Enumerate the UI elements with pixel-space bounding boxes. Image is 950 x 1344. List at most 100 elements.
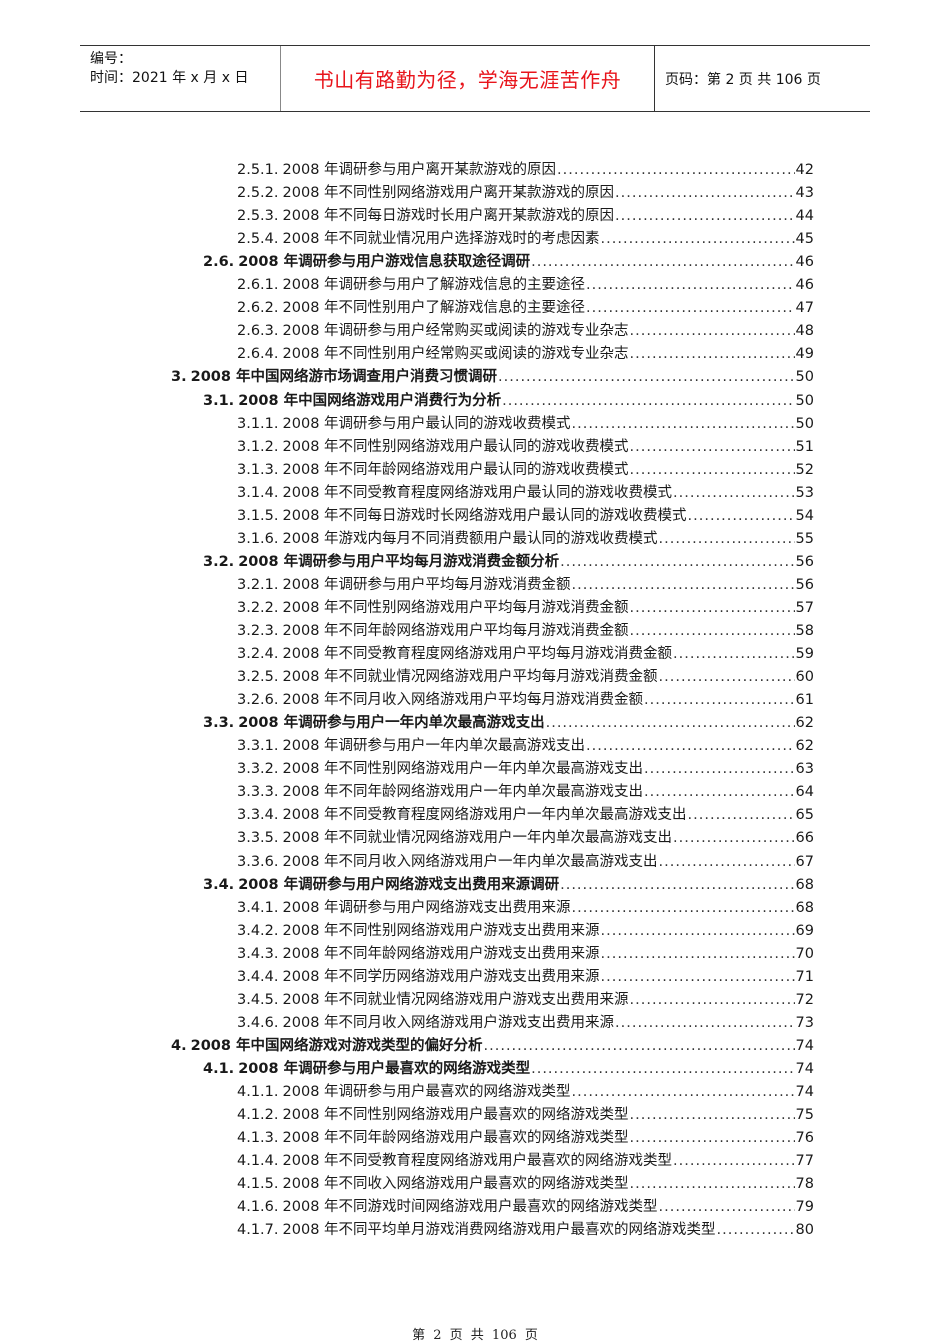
toc-entry[interactable]: 3.2.2008 年调研参与用户平均每月游戏消费金额分析56 [203,551,814,574]
toc-entry[interactable]: 4.2008 年中国网络游戏对游戏类型的偏好分析74 [171,1035,814,1058]
toc-entry[interactable]: 3.4.6.2008 年不同月收入网络游戏用户游戏支出费用来源73 [237,1012,814,1035]
toc-entry[interactable]: 3.1.3.2008 年不同年龄网络游戏用户最认同的游戏收费模式52 [237,459,814,482]
toc-entry-title: 2008 年不同年龄网络游戏用户游戏支出费用来源 [282,945,600,962]
toc-dot-leader [615,182,795,205]
toc-entry[interactable]: 2.6.3.2008 年调研参与用户经常购买或阅读的游戏专业杂志48 [237,320,814,343]
toc-entry[interactable]: 3.3.6.2008 年不同月收入网络游戏用户一年内单次最高游戏支出67 [237,851,814,874]
toc-entry[interactable]: 2.6.1.2008 年调研参与用户了解游戏信息的主要途径46 [237,274,814,297]
toc-dot-leader [688,804,795,827]
toc-entry-page: 67 [795,853,814,870]
toc-entry[interactable]: 3.2.3.2008 年不同年龄网络游戏用户平均每月游戏消费金额58 [237,620,814,643]
toc-entry-page: 62 [795,715,814,732]
toc-dot-leader [630,1104,795,1127]
toc-entry[interactable]: 3.1.2.2008 年不同性别网络游戏用户最认同的游戏收费模式51 [237,436,814,459]
toc-entry[interactable]: 2.5.3.2008 年不同每日游戏时长用户离开某款游戏的原因44 [237,205,814,228]
toc-entry[interactable]: 3.1.2008 年中国网络游戏用户消费行为分析50 [203,390,814,413]
toc-entry[interactable]: 3.2.5.2008 年不同就业情况网络游戏用户平均每月游戏消费金额60 [237,666,814,689]
toc-entry[interactable]: 4.1.7.2008 年不同平均单月游戏消费网络游戏用户最喜欢的网络游戏类型80 [237,1219,814,1242]
toc-entry[interactable]: 3.2008 年中国网络游市场调查用户消费习惯调研50 [171,366,814,389]
toc-entry[interactable]: 3.4.1.2008 年调研参与用户网络游戏支出费用来源68 [237,897,814,920]
toc-entry-title: 2008 年调研参与用户平均每月游戏消费金额 [282,576,571,593]
toc-dot-leader [484,1035,795,1058]
toc-entry[interactable]: 3.3.5.2008 年不同就业情况网络游戏用户一年内单次最高游戏支出66 [237,827,814,850]
toc-dot-leader [586,297,795,320]
toc-dot-leader [546,712,795,735]
toc-entry-number: 4.1.1. [237,1084,279,1100]
toc-entry-page: 80 [795,1222,814,1239]
toc-entry-page: 50 [795,369,814,386]
toc-entry[interactable]: 2.5.4.2008 年不同就业情况用户选择游戏时的考虑因素45 [237,228,814,251]
toc-entry-number: 2.6. [203,254,235,271]
toc-entry[interactable]: 3.4.2008 年调研参与用户网络游戏支出费用来源调研68 [203,874,814,897]
toc-entry-title: 2008 年不同年龄网络游戏用户最喜欢的网络游戏类型 [282,1130,629,1147]
toc-entry[interactable]: 2.5.2.2008 年不同性别网络游戏用户离开某款游戏的原因43 [237,182,814,205]
toc-entry-page: 55 [795,530,814,547]
toc-entry-title: 2008 年不同性别网络游戏用户一年内单次最高游戏支出 [282,761,644,778]
toc-dot-leader [659,528,795,551]
toc-dot-leader [601,920,795,943]
toc-entry[interactable]: 3.3.2.2008 年不同性别网络游戏用户一年内单次最高游戏支出63 [237,758,814,781]
toc-entry-page: 46 [795,277,814,294]
toc-entry-title: 2008 年不同每日游戏时长用户离开某款游戏的原因 [282,208,615,225]
toc-entry-number: 3.3.3. [237,784,279,801]
toc-entry-title: 2008 年不同受教育程度网络游戏用户一年内单次最高游戏支出 [282,807,687,824]
toc-entry[interactable]: 4.1.4.2008 年不同受教育程度网络游戏用户最喜欢的网络游戏类型77 [237,1150,814,1173]
toc-entry-page: 79 [795,1199,814,1216]
toc-entry[interactable]: 3.4.3.2008 年不同年龄网络游戏用户游戏支出费用来源70 [237,943,814,966]
toc-dot-leader [688,505,795,528]
toc-dot-leader [601,943,795,966]
toc-entry[interactable]: 4.1.2.2008 年不同性别网络游戏用户最喜欢的网络游戏类型75 [237,1104,814,1127]
toc-entry-title: 2008 年游戏内每月不同消费额用户最认同的游戏收费模式 [282,530,658,547]
toc-entry[interactable]: 2.5.1.2008 年调研参与用户离开某款游戏的原因42 [237,159,814,182]
toc-entry-page: 47 [795,300,814,317]
toc-entry[interactable]: 3.2.2.2008 年不同性别网络游戏用户平均每月游戏消费金额57 [237,597,814,620]
serial-number-label: 编号： [90,51,132,67]
toc-entry[interactable]: 3.1.5.2008 年不同每日游戏时长网络游戏用户最认同的游戏收费模式54 [237,505,814,528]
toc-entry[interactable]: 3.2.1.2008 年调研参与用户平均每月游戏消费金额56 [237,574,814,597]
toc-entry[interactable]: 3.4.2.2008 年不同性别网络游戏用户游戏支出费用来源69 [237,920,814,943]
toc-entry-page: 66 [795,830,814,847]
toc-entry-title: 2008 年调研参与用户最喜欢的网络游戏类型 [238,1060,531,1077]
toc-entry[interactable]: 3.3.1.2008 年调研参与用户一年内单次最高游戏支出62 [237,735,814,758]
date-label: 时间：2021 年 x 月 x 日 [90,70,249,86]
toc-entry[interactable]: 4.1.5.2008 年不同收入网络游戏用户最喜欢的网络游戏类型78 [237,1173,814,1196]
toc-dot-leader [572,897,795,920]
toc-entry[interactable]: 3.2.4.2008 年不同受教育程度网络游戏用户平均每月游戏消费金额59 [237,643,814,666]
toc-entry[interactable]: 3.3.4.2008 年不同受教育程度网络游戏用户一年内单次最高游戏支出65 [237,804,814,827]
toc-entry[interactable]: 3.4.4.2008 年不同学历网络游戏用户游戏支出费用来源71 [237,966,814,989]
toc-entry-number: 2.6.2. [237,300,279,317]
toc-entry-title: 2008 年调研参与用户了解游戏信息的主要途径 [282,277,586,294]
toc-dot-leader [630,1127,795,1150]
toc-entry[interactable]: 4.1.2008 年调研参与用户最喜欢的网络游戏类型74 [203,1058,814,1081]
toc-entry[interactable]: 3.1.6.2008 年游戏内每月不同消费额用户最认同的游戏收费模式55 [237,528,814,551]
toc-entry-number: 3.1.3. [237,461,279,478]
toc-entry[interactable]: 3.2.6.2008 年不同月收入网络游戏用户平均每月游戏消费金额61 [237,689,814,712]
toc-entry-number: 2.5.3. [237,208,279,225]
toc-entry-title: 2008 年中国网络游市场调查用户消费习惯调研 [190,369,498,386]
toc-entry-title: 2008 年不同月收入网络游戏用户平均每月游戏消费金额 [282,692,644,709]
toc-entry-page: 74 [795,1037,814,1054]
toc-entry[interactable]: 3.3.2008 年调研参与用户一年内单次最高游戏支出62 [203,712,814,735]
toc-entry-title: 2008 年不同性别网络游戏用户离开某款游戏的原因 [282,185,615,202]
toc-entry-page: 77 [795,1153,814,1170]
toc-dot-leader [630,989,795,1012]
toc-entry[interactable]: 3.1.1.2008 年调研参与用户最认同的游戏收费模式50 [237,413,814,436]
toc-dot-leader [531,1058,794,1081]
toc-entry[interactable]: 2.6.2.2008 年不同性别用户了解游戏信息的主要途径47 [237,297,814,320]
toc-entry-title: 2008 年不同受教育程度网络游戏用户最喜欢的网络游戏类型 [282,1153,673,1170]
toc-entry-page: 70 [795,945,814,962]
toc-entry[interactable]: 3.4.5.2008 年不同就业情况网络游戏用户游戏支出费用来源72 [237,989,814,1012]
toc-entry-page: 54 [795,507,814,524]
toc-entry-number: 3.3.1. [237,738,279,755]
toc-entry-number: 3.3.5. [237,830,279,847]
toc-entry[interactable]: 3.3.3.2008 年不同年龄网络游戏用户一年内单次最高游戏支出64 [237,781,814,804]
toc-dot-leader [502,390,794,413]
toc-entry[interactable]: 4.1.3.2008 年不同年龄网络游戏用户最喜欢的网络游戏类型76 [237,1127,814,1150]
toc-entry-number: 3.1.2. [237,438,279,455]
toc-entry-title: 2008 年不同就业情况用户选择游戏时的考虑因素 [282,231,600,248]
toc-entry[interactable]: 4.1.1.2008 年调研参与用户最喜欢的网络游戏类型74 [237,1081,814,1104]
toc-entry[interactable]: 4.1.6.2008 年不同游戏时间网络游戏用户最喜欢的网络游戏类型79 [237,1196,814,1219]
toc-entry[interactable]: 2.6.4.2008 年不同性别用户经常购买或阅读的游戏专业杂志49 [237,343,814,366]
toc-entry[interactable]: 2.6.2008 年调研参与用户游戏信息获取途径调研46 [203,251,814,274]
toc-entry[interactable]: 3.1.4.2008 年不同受教育程度网络游戏用户最认同的游戏收费模式53 [237,482,814,505]
